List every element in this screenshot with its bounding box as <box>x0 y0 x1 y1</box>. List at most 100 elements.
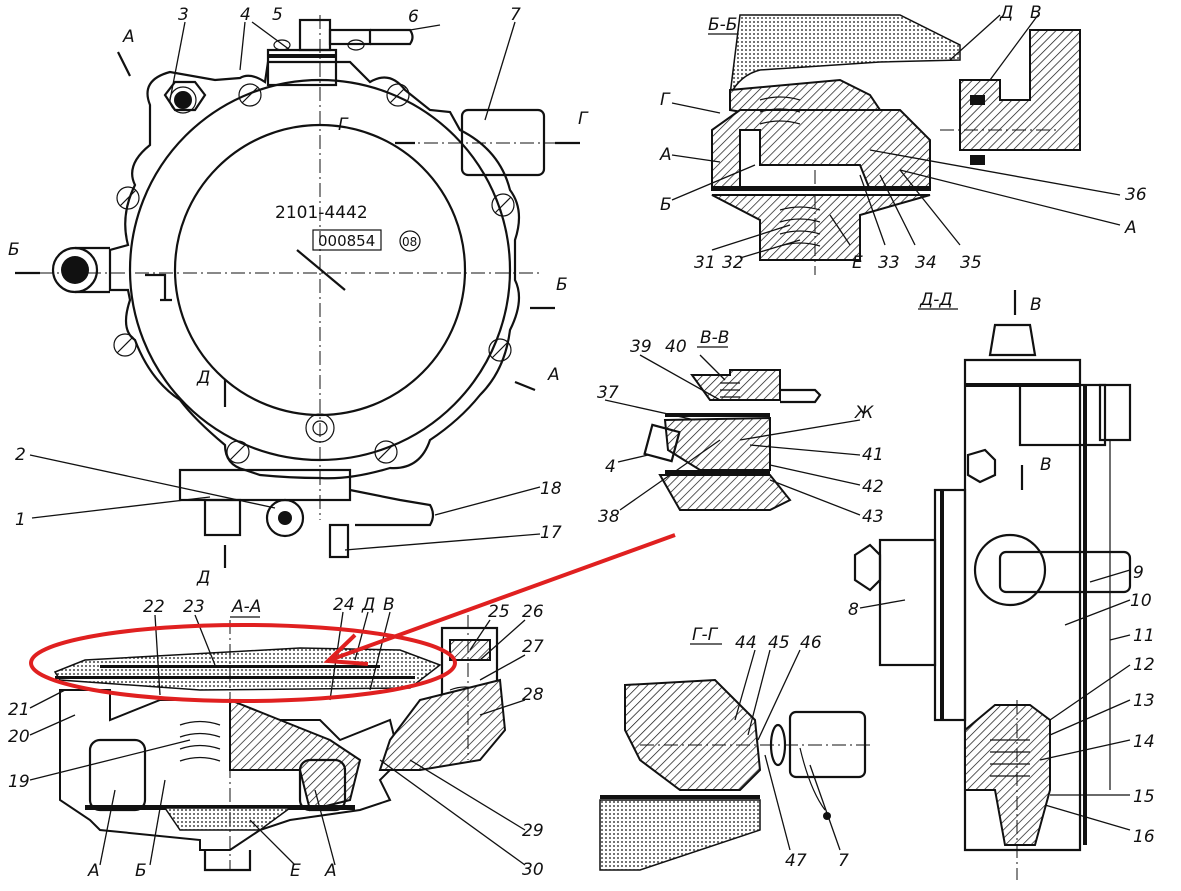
serial-box <box>312 229 382 251</box>
svg-text:25: 25 <box>488 602 510 622</box>
svg-text:В: В <box>1030 3 1042 23</box>
front-view: 2101-4442 000854 08 А А Б Б Г Г Д Д <box>8 5 589 588</box>
left-fitting <box>51 246 172 302</box>
svg-text:4: 4 <box>605 457 616 477</box>
svg-text:30: 30 <box>522 860 544 880</box>
svg-text:35: 35 <box>960 253 982 273</box>
section-aa: А-А <box>8 595 544 881</box>
label-17: 17 <box>540 523 562 543</box>
svg-text:44: 44 <box>735 633 757 653</box>
serial-number: 000854 <box>318 232 375 250</box>
svg-text:31: 31 <box>694 253 716 273</box>
svg-text:28: 28 <box>522 685 544 705</box>
label-7: 7 <box>510 5 521 25</box>
bottom-fittings <box>178 468 435 559</box>
section-dd-leaders <box>859 569 1131 831</box>
label-15: 15 <box>1133 787 1155 807</box>
section-vv-title: В-В <box>700 328 729 348</box>
svg-text:47: 47 <box>785 851 807 871</box>
svg-text:Б: Б <box>8 240 20 260</box>
svg-text:В: В <box>1030 295 1042 315</box>
svg-text:Е: Е <box>290 861 301 881</box>
svg-text:7: 7 <box>838 851 849 871</box>
svg-text:В: В <box>1040 455 1052 475</box>
svg-text:26: 26 <box>522 602 544 622</box>
svg-text:Б: Б <box>556 275 568 295</box>
section-gg-leaders <box>734 649 841 851</box>
svg-text:Д: Д <box>196 568 210 588</box>
section-bb-title: Б-Б <box>708 15 737 35</box>
housing-flange <box>108 60 521 480</box>
label-6: 6 <box>408 7 419 27</box>
svg-text:41: 41 <box>862 445 884 465</box>
highlight-ellipse <box>29 623 457 703</box>
svg-text:27: 27 <box>522 637 544 657</box>
label-18: 18 <box>540 479 562 499</box>
svg-text:29: 29 <box>522 821 544 841</box>
svg-text:Ж: Ж <box>854 403 874 423</box>
section-gg: Г-Г 44 45 46 47 7 <box>599 625 870 871</box>
label-16: 16 <box>1133 827 1155 847</box>
front-leaders <box>29 21 541 551</box>
label-1: 1 <box>15 510 26 530</box>
label-12: 12 <box>1133 655 1155 675</box>
top-block <box>266 18 414 87</box>
svg-text:А: А <box>659 145 672 165</box>
section-bb-leaders <box>671 14 1121 259</box>
section-dd-title: Д-Д <box>919 290 953 310</box>
svg-text:А: А <box>1124 218 1137 238</box>
svg-text:36: 36 <box>1125 185 1147 205</box>
svg-text:Д: Д <box>999 3 1013 23</box>
label-9: 9 <box>1133 563 1144 583</box>
svg-text:21: 21 <box>8 700 30 720</box>
plug-3 <box>163 80 207 114</box>
label-13: 13 <box>1133 691 1155 711</box>
svg-text:33: 33 <box>878 253 900 273</box>
svg-text:Б: Б <box>135 861 147 881</box>
label-5: 5 <box>272 5 283 25</box>
label-3: 3 <box>178 5 189 25</box>
red-annotation <box>29 533 676 703</box>
label-4: 4 <box>240 5 251 25</box>
svg-text:37: 37 <box>597 383 619 403</box>
section-markers-front: А А Б Б Г Г Д Д <box>8 27 589 588</box>
section-gg-title: Г-Г <box>692 625 719 645</box>
svg-text:Е: Е <box>852 253 863 273</box>
svg-text:46: 46 <box>800 633 822 653</box>
solenoid-7 <box>460 108 546 177</box>
svg-text:Г: Г <box>578 109 589 129</box>
pointer-arrow-head <box>323 633 369 666</box>
svg-text:Г: Г <box>660 90 671 110</box>
svg-text:Д: Д <box>361 595 375 615</box>
svg-text:45: 45 <box>768 633 790 653</box>
section-vv-leaders <box>604 354 861 516</box>
stamp-circle <box>399 230 421 252</box>
svg-text:23: 23 <box>183 597 205 617</box>
flange-screws <box>113 83 515 464</box>
svg-text:Д: Д <box>196 368 210 388</box>
pointer-arrow-shaft <box>329 533 676 662</box>
svg-text:34: 34 <box>915 253 937 273</box>
label-14: 14 <box>1133 732 1155 752</box>
svg-text:42: 42 <box>862 477 884 497</box>
svg-text:А: А <box>87 861 100 881</box>
svg-text:40: 40 <box>665 337 687 357</box>
svg-text:22: 22 <box>143 597 165 617</box>
svg-text:38: 38 <box>598 507 620 527</box>
label-2: 2 <box>15 445 26 465</box>
svg-text:А: А <box>324 861 337 881</box>
svg-text:Б: Б <box>660 195 672 215</box>
section-vv: В-В 39 40 37 Ж 4 41 42 38 43 <box>597 328 884 527</box>
svg-text:Г: Г <box>338 115 349 135</box>
svg-text:39: 39 <box>630 337 652 357</box>
svg-text:20: 20 <box>8 727 30 747</box>
section-aa-title: А-А <box>231 597 261 617</box>
label-11: 11 <box>1133 626 1155 646</box>
label-10: 10 <box>1130 591 1152 611</box>
svg-text:43: 43 <box>862 507 884 527</box>
svg-text:24: 24 <box>333 595 355 615</box>
svg-text:19: 19 <box>8 772 30 792</box>
svg-text:32: 32 <box>722 253 744 273</box>
section-bb: Б-Б Г А <box>659 3 1147 275</box>
